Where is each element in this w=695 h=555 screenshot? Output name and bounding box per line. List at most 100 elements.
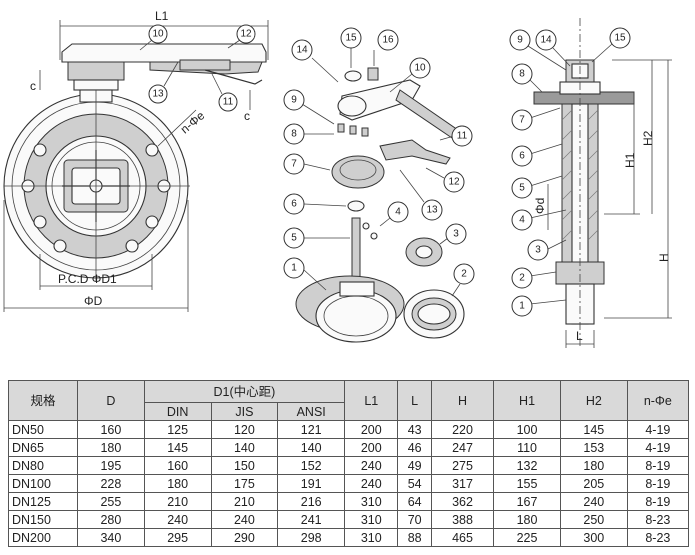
table-cell: 465 — [430, 528, 495, 547]
dim-c-label: c — [30, 79, 36, 93]
header-n-phi-e: n-Φe — [626, 380, 690, 421]
table-cell: DN125 — [8, 492, 78, 511]
section-callout: 2 — [519, 273, 525, 284]
table-cell: DN65 — [8, 438, 78, 457]
table-cell: 8-19 — [626, 456, 690, 475]
table-cell: 200 — [344, 420, 399, 439]
table-cell: 340 — [77, 528, 145, 547]
exploded-callout: 3 — [453, 229, 459, 240]
table-cell: 8-23 — [626, 528, 690, 547]
table-cell: 120 — [210, 420, 279, 439]
table-cell: 140 — [277, 438, 346, 457]
table-cell: 8-19 — [626, 474, 690, 493]
exploded-callout: 2 — [461, 269, 467, 280]
table-cell: 4-19 — [626, 438, 690, 457]
dim-h2-label: H2 — [641, 130, 655, 146]
dim-l-label: L — [576, 329, 583, 343]
section-view: H1 H2 H Φd L 9 14 15 8 7 6 5 — [509, 18, 672, 348]
dim-pcd-label: P.C.D ΦD1 — [58, 272, 117, 286]
section-callout: 15 — [614, 33, 626, 44]
table-cell: 175 — [210, 474, 279, 493]
table-cell: 140 — [210, 438, 279, 457]
table-cell: 70 — [397, 510, 432, 529]
table-cell: 100 — [493, 420, 561, 439]
table-cell: 4-19 — [626, 420, 690, 439]
table-cell: DN100 — [8, 474, 78, 493]
table-cell: 240 — [344, 474, 399, 493]
table-cell: DN200 — [8, 528, 78, 547]
table-cell: 250 — [559, 510, 628, 529]
dim-n-phi-e-label: n-Φe — [178, 108, 208, 136]
header-d1-group: D1(中心距) — [143, 380, 346, 403]
table-cell: 46 — [397, 438, 432, 457]
table-cell: 195 — [77, 456, 145, 475]
section-callout: 9 — [517, 35, 523, 46]
table-cell: 155 — [493, 474, 561, 493]
table-cell: 180 — [559, 456, 628, 475]
table-cell: 125 — [143, 420, 212, 439]
table-cell: 153 — [559, 438, 628, 457]
header-ansi: ANSI — [277, 402, 346, 421]
exploded-callout: 6 — [291, 199, 297, 210]
table-cell: 388 — [430, 510, 495, 529]
table-cell: DN150 — [8, 510, 78, 529]
front-callout: 10 — [152, 29, 164, 40]
table-cell: 43 — [397, 420, 432, 439]
table-cell: 247 — [430, 438, 495, 457]
table-cell: 49 — [397, 456, 432, 475]
table-cell: 220 — [430, 420, 495, 439]
table-cell: 280 — [77, 510, 145, 529]
table-cell: 241 — [277, 510, 346, 529]
technical-drawing: L1 c c — [3, 9, 672, 348]
drawing-canvas: L1 c c — [3, 9, 672, 348]
table-cell: 191 — [277, 474, 346, 493]
exploded-callout: 16 — [382, 35, 394, 46]
front-callout: 11 — [223, 97, 234, 108]
section-callout: 3 — [535, 245, 541, 256]
section-callout: 1 — [519, 301, 525, 312]
section-callout: 8 — [519, 69, 525, 80]
table-cell: 290 — [210, 528, 279, 547]
exploded-callout: 1 — [291, 263, 297, 274]
table-cell: 225 — [493, 528, 561, 547]
table-cell: 200 — [344, 438, 399, 457]
table-cell: 240 — [559, 492, 628, 511]
table-cell: DN50 — [8, 420, 78, 439]
table-cell: 310 — [344, 492, 399, 511]
front-view: L1 c c — [3, 9, 269, 312]
table-cell: 64 — [397, 492, 432, 511]
exploded-callout: 15 — [345, 33, 357, 44]
table-cell: 362 — [430, 492, 495, 511]
table-cell: 310 — [344, 528, 399, 547]
section-callout: 6 — [519, 151, 525, 162]
exploded-callout: 7 — [291, 159, 297, 170]
dim-phi-d-section: Φd — [533, 198, 547, 214]
exploded-callout: 13 — [426, 205, 438, 216]
exploded-callout: 5 — [291, 233, 297, 244]
header-l1: L1 — [344, 380, 399, 421]
exploded-callout: 4 — [395, 207, 401, 218]
table-cell: 310 — [344, 510, 399, 529]
table-cell: 240 — [210, 510, 279, 529]
table-cell: 152 — [277, 456, 346, 475]
table-cell: 167 — [493, 492, 561, 511]
table-cell: 110 — [493, 438, 561, 457]
section-callout: 14 — [540, 35, 552, 46]
table-cell: 210 — [143, 492, 212, 511]
table-cell: 228 — [77, 474, 145, 493]
table-cell: 180 — [143, 474, 212, 493]
table-cell: 8-23 — [626, 510, 690, 529]
dim-h-label: H — [657, 253, 671, 262]
front-callout: 13 — [152, 89, 164, 100]
exploded-callout: 14 — [296, 45, 308, 56]
table-cell: 132 — [493, 456, 561, 475]
table-cell: 8-19 — [626, 492, 690, 511]
section-callout: 7 — [519, 115, 525, 126]
